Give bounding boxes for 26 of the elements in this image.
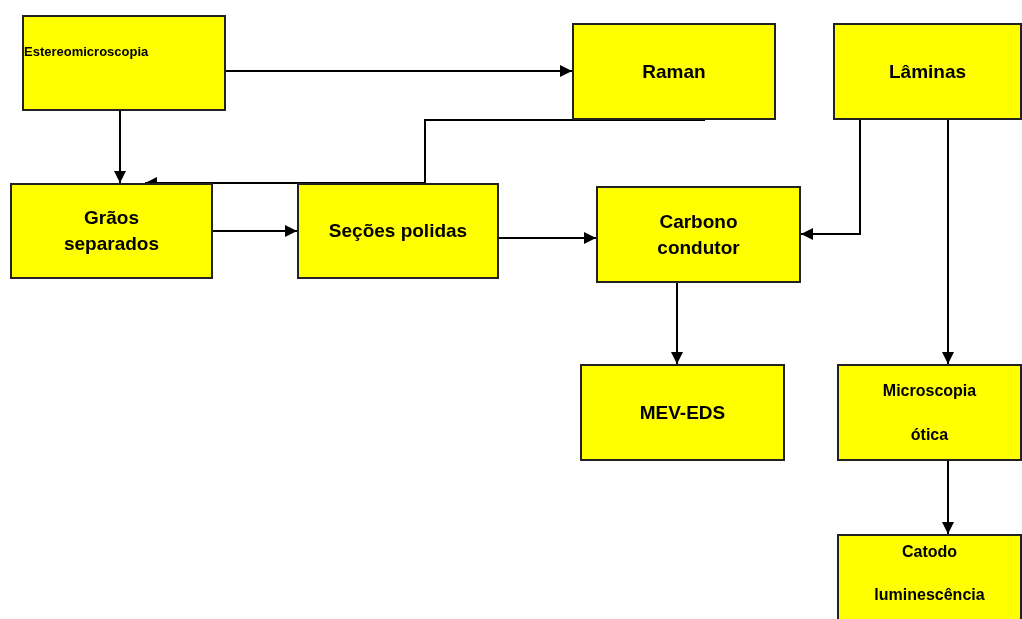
box-label: Estereomicroscopia [24,43,149,61]
arrow [498,232,597,244]
process-box [596,186,801,283]
box-label: Lâminas [888,59,967,84]
arrow [671,282,683,365]
process-box [837,364,1022,461]
process-box [10,183,213,279]
arrow [212,225,298,237]
arrow [942,460,954,535]
process-box [833,23,1022,120]
process-box [837,534,1022,619]
box-label: Catodo luminescência [874,542,985,606]
box-label: Grãos separados [62,206,160,256]
process-box [297,183,499,279]
box-label: Seções polidas [328,219,468,244]
box-label: Microscopia ótica [882,381,977,445]
arrow [800,119,861,240]
box-label: Carbono condutor [656,209,741,260]
arrow [942,119,954,365]
arrow [114,110,126,184]
arrow [225,65,573,77]
process-box [22,15,226,111]
box-label: Raman [642,59,706,84]
process-box [572,23,776,120]
box-label: MEV-EDS [639,400,726,425]
process-box [580,364,785,461]
